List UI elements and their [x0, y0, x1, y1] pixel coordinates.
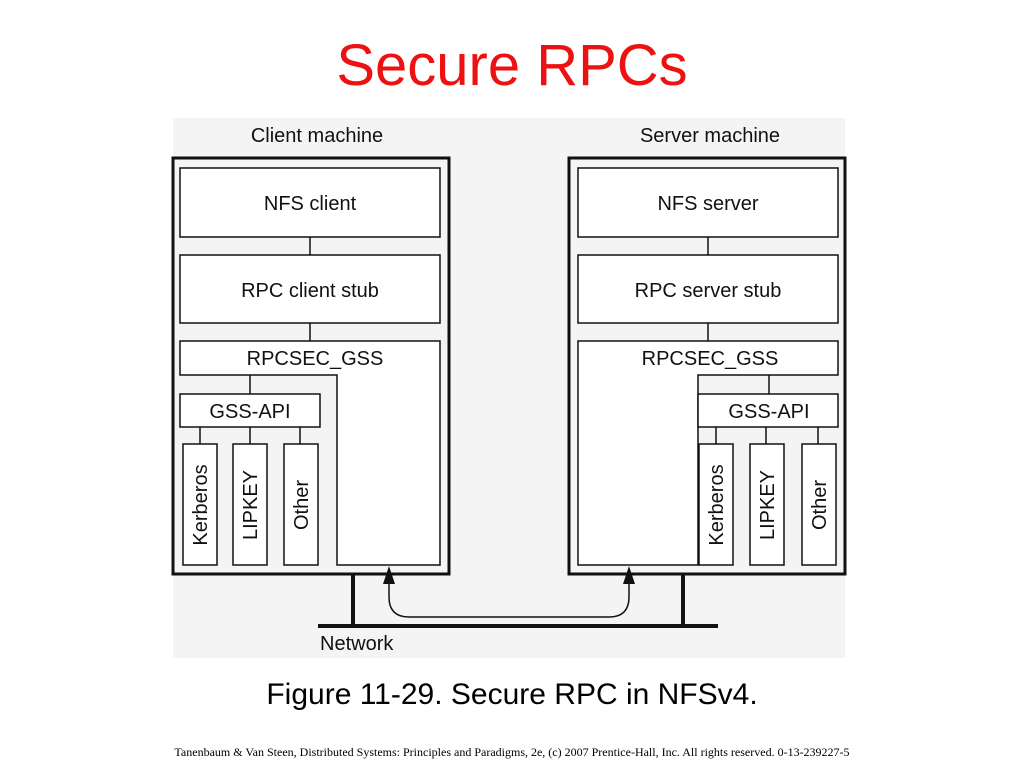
rpc-server-stub-label: RPC server stub — [635, 280, 782, 302]
server-machine-box — [567, 156, 847, 576]
server-kerberos-label: Kerberos — [706, 464, 728, 545]
nfs-client-label: NFS client — [264, 193, 357, 215]
client-rpcsec-gss-label: RPCSEC_GSS — [247, 348, 384, 370]
server-other-label: Other — [809, 480, 831, 530]
rpc-client-stub-label: RPC client stub — [241, 280, 379, 302]
figure-caption: Figure 11-29. Secure RPC in NFSv4. — [266, 678, 758, 711]
client-other-box — [283, 443, 319, 566]
client-lipkey-label: LIPKEY — [240, 470, 262, 540]
client-rpcsec-gss-box — [179, 340, 441, 566]
server-lipkey-box — [749, 443, 785, 566]
slide-title: Secure RPCs — [336, 33, 688, 98]
server-lipkey-label: LIPKEY — [757, 470, 779, 540]
nfs-server-label: NFS server — [657, 193, 758, 215]
client-other-label: Other — [291, 480, 313, 530]
message-flow-arrow — [388, 579, 630, 618]
client-lipkey-box — [232, 443, 268, 566]
server-machine-label: Server machine — [640, 125, 780, 147]
server-arrowhead-icon — [623, 566, 635, 584]
rpc-server-stub-box — [577, 254, 839, 324]
client-arrowhead-icon — [383, 566, 395, 584]
network-bus — [318, 575, 718, 628]
client-gss-api-box — [179, 393, 321, 428]
nfs-server-box — [577, 167, 839, 238]
client-machine-box — [171, 156, 451, 576]
rpc-client-stub-box — [179, 254, 441, 324]
server-other-box — [801, 443, 837, 566]
nfs-client-box — [179, 167, 441, 238]
copyright-footer: Tanenbaum & Van Steen, Distributed Syste… — [174, 745, 850, 759]
server-rpcsec-gss-label: RPCSEC_GSS — [642, 348, 779, 370]
server-rpcsec-gss-box — [577, 340, 839, 566]
client-kerberos-label: Kerberos — [190, 464, 212, 545]
layer-connectors — [199, 237, 819, 444]
client-machine-label: Client machine — [251, 125, 383, 147]
server-kerberos-box — [698, 443, 734, 566]
network-label: Network — [320, 633, 394, 655]
client-kerberos-box — [182, 443, 218, 566]
server-gss-api-label: GSS-API — [728, 401, 809, 423]
client-gss-api-label: GSS-API — [209, 401, 290, 423]
server-gss-api-box — [697, 393, 839, 428]
